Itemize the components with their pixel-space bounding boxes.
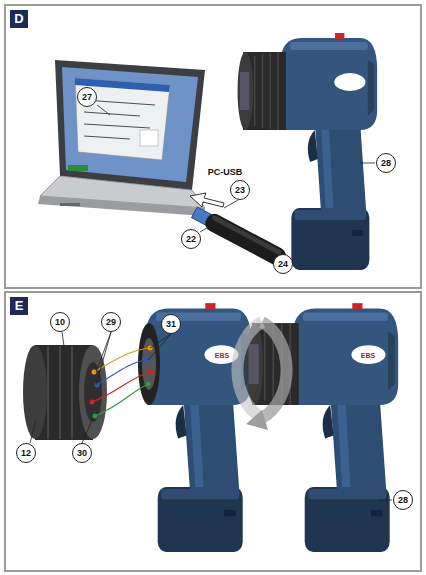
callout-number: 28 <box>376 153 396 173</box>
panel-frame: E <box>4 291 422 572</box>
callout-number: 29 <box>101 312 121 332</box>
callout-number: 24 <box>273 254 293 274</box>
callout-number: 12 <box>16 443 36 463</box>
brand-logo: EBS <box>213 351 231 360</box>
callout-number: 23 <box>230 180 250 200</box>
panel-frame: D <box>4 4 422 289</box>
panel-letter: D <box>10 10 28 28</box>
callout-number: 28 <box>393 490 413 510</box>
callout-number: 10 <box>50 312 70 332</box>
panel-letter: E <box>10 297 28 315</box>
callout-number: 27 <box>77 87 97 107</box>
callout-number: 31 <box>161 314 181 334</box>
port-label: PC-USB <box>207 167 244 177</box>
callout-number: 22 <box>181 229 201 249</box>
brand-logo: EBS <box>359 351 377 360</box>
callout-number: 30 <box>72 443 92 463</box>
